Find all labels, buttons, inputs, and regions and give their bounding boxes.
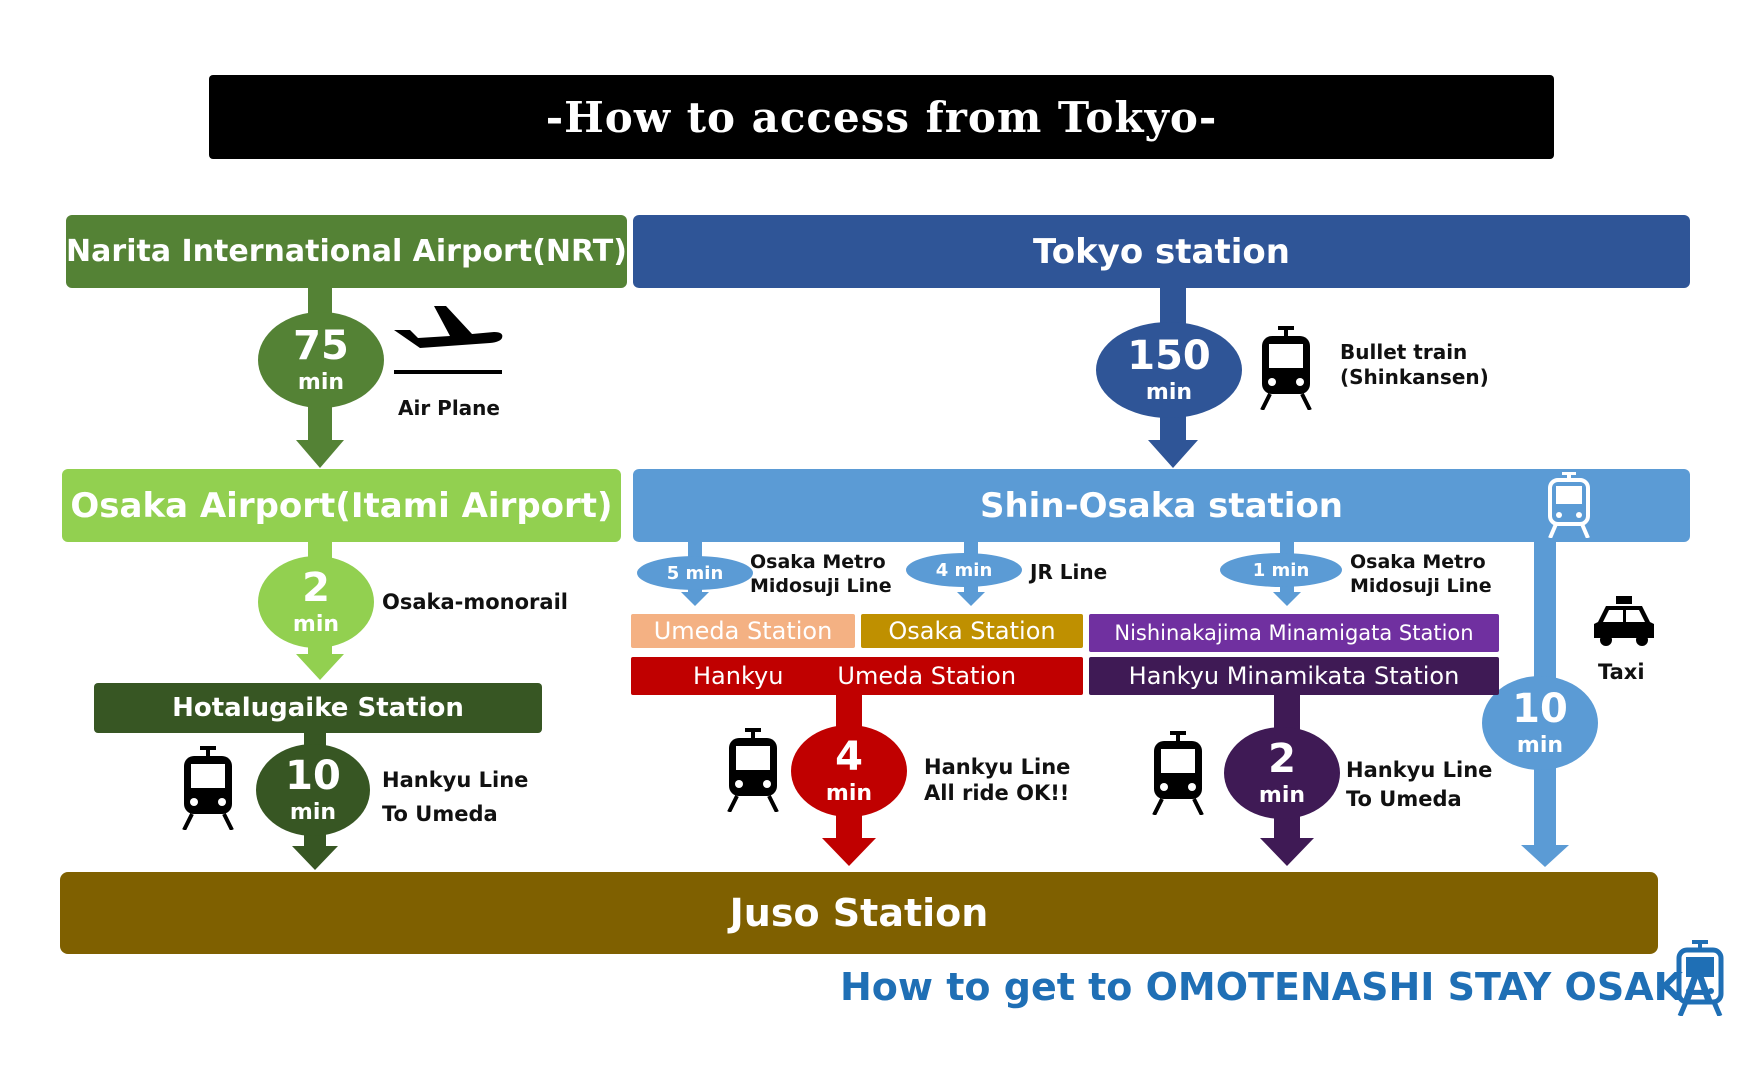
hotalugaike-station-box: Hotalugaike Station [94,683,542,733]
jr-osaka-label: JR Line [1030,560,1108,584]
metro-nishinakajima-head [1273,592,1301,606]
plane-arrow-head [296,440,344,468]
shin-osaka-station-box: Shin-Osaka station [633,469,1690,542]
shinkansen-time-value: 150 [1127,333,1211,379]
plane-time-value: 75 [293,323,349,369]
shinkansen-label: Bullet train (Shinkansen) [1340,340,1489,389]
plane-time-bubble: 75 min [258,312,384,408]
narita-airport-box: Narita International Airport(NRT) [66,215,627,288]
minamikata-hankyu-label: Hankyu Line To Umeda [1346,758,1493,812]
metro-nishinakajima-time-pill: 1 min [1220,553,1342,587]
umeda-hankyu-time-value: 4 [835,734,863,780]
taxi-time-value: 10 [1512,686,1568,732]
train-icon [182,746,234,830]
taxi-time-unit: min [1516,733,1564,758]
metro-umeda-time-pill: 5 min [637,556,753,590]
shinkansen-time-bubble: 150 min [1096,322,1242,418]
osaka-station-box: Osaka Station [861,614,1083,648]
tokyo-station-box: Tokyo station [633,215,1690,288]
jr-osaka-time-pill: 4 min [906,553,1022,587]
train-icon [1260,326,1312,410]
train-icon [1676,940,1724,1016]
plane-label: Air Plane [398,396,500,420]
monorail-arrow-head [296,654,344,680]
footer-caption: How to get to OMOTENASHI STAY OSAKA [840,965,1713,1009]
umeda-hankyu-arrow-head [822,838,876,866]
train-icon [1548,472,1590,538]
jr-osaka-head [957,592,985,606]
metro-umeda-label: Osaka Metro Midosuji Line [750,551,892,597]
minamikata-hankyu-time-value: 2 [1268,736,1296,782]
train-icon [727,728,779,812]
hotalugaike-time-unit: min [289,800,337,825]
umeda-hankyu-time-bubble: 4 min [791,725,907,817]
metro-umeda-head [681,592,709,606]
minamikata-hankyu-time-unit: min [1258,783,1306,808]
minamikata-hankyu-arrow-head [1260,838,1314,866]
umeda-hankyu-label: Hankyu Line All ride OK!! [924,755,1071,806]
hankyu-umeda-line-name: Hankyu [693,662,784,690]
itami-airport-box: Osaka Airport(Itami Airport) [62,469,621,542]
taxi-label: Taxi [1598,660,1645,684]
airplane-icon [394,306,503,374]
taxi-icon [1594,596,1654,646]
hotalugaike-time-bubble: 10 min [256,744,370,836]
umeda-station-box: Umeda Station [631,614,855,648]
hankyu-umeda-station-name: Umeda Station [837,662,1017,690]
hotalugaike-time-value: 10 [285,753,341,799]
plane-time-unit: min [297,370,345,395]
page-title: -How to access from Tokyo- [209,75,1554,159]
hotalugaike-arrow-head [292,846,338,870]
monorail-label: Osaka-monorail [382,590,568,614]
taxi-time-bubble: 10 min [1482,676,1598,770]
shinkansen-arrow-head [1148,440,1198,468]
nishinakajima-station-box: Nishinakajima Minamigata Station [1089,614,1499,652]
monorail-time-bubble: 2 min [258,556,374,648]
train-icon [1152,731,1204,815]
hankyu-umeda-station-box: Hankyu Umeda Station [631,657,1083,695]
hotalugaike-hankyu-label: Hankyu Line To Umeda [382,768,529,826]
monorail-time-unit: min [292,612,340,637]
juso-station-box: Juso Station [60,872,1658,954]
taxi-arrow-head [1521,845,1569,867]
umeda-hankyu-time-unit: min [825,781,873,806]
hankyu-minamikata-station-box: Hankyu Minamikata Station [1089,657,1499,695]
metro-nishinakajima-label: Osaka Metro Midosuji Line [1350,551,1492,597]
monorail-time-value: 2 [302,565,330,611]
minamikata-hankyu-time-bubble: 2 min [1224,727,1340,819]
shinkansen-time-unit: min [1145,380,1193,405]
